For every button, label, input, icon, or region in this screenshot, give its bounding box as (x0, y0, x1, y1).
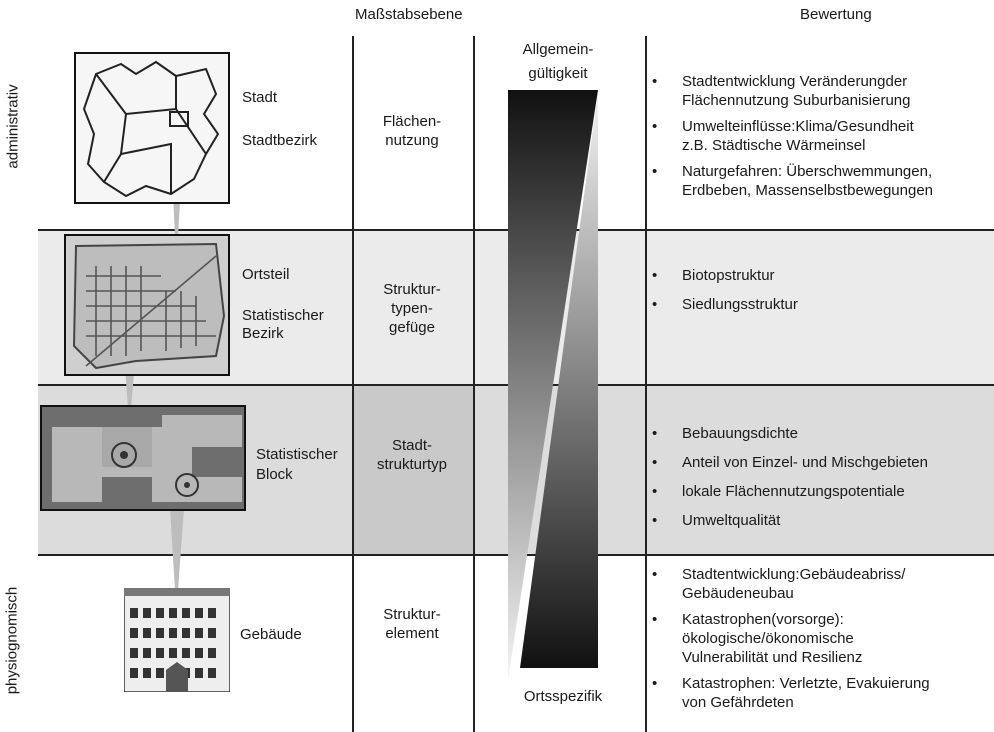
scale-level-structure-types: Struktur- typen- gefüge (383, 281, 441, 336)
list-item: Katastrophen: Verletzte, Evakuierungvon … (652, 674, 992, 712)
list-item: Stadtentwicklung:Gebäudeabriss/Gebäudene… (652, 565, 992, 603)
evaluation-list-row-2: Biotopstruktur Siedlungsstruktur (652, 266, 992, 321)
district-map-image (64, 234, 230, 376)
list-item: Naturgefahren: Überschwemmungen,Erdbeben… (652, 162, 992, 200)
city-map-image (74, 52, 230, 204)
header-scale: Maßstabsebene (355, 6, 463, 23)
scale-level-urban-structure: Stadt- strukturtyp (376, 437, 448, 473)
place-label-statistical-block: Statistischer (256, 446, 338, 463)
place-label-block: Block (256, 466, 293, 483)
evaluation-list-row-1: Stadtentwicklung VeränderungderFlächennu… (652, 72, 992, 207)
evaluation-list-row-4: Stadtentwicklung:Gebäudeabriss/Gebäudene… (652, 565, 992, 719)
list-item: Stadtentwicklung VeränderungderFlächennu… (652, 72, 992, 110)
evaluation-list-row-3: Bebauungsdichte Anteil von Einzel- und M… (652, 424, 992, 537)
scale-level-land-use: Flächen- nutzung (382, 113, 442, 149)
list-item: lokale Flächennutzungspotentiale (652, 482, 992, 501)
column-divider (645, 36, 647, 732)
column-divider (473, 36, 475, 732)
list-item: Umweltqualität (652, 511, 992, 530)
place-label-building: Gebäude (240, 626, 302, 643)
place-label-locality: Ortsteil (242, 266, 290, 283)
list-item: Anteil von Einzel- und Mischgebieten (652, 453, 992, 472)
place-label-city: Stadt (242, 89, 278, 106)
list-item: Biotopstruktur (652, 266, 992, 285)
place-label-district: Bezirk (242, 325, 284, 342)
building-image (124, 588, 230, 692)
list-item: Siedlungsstruktur (652, 295, 992, 314)
list-item: Katastrophen(vorsorge):ökologische/ökono… (652, 610, 992, 667)
list-item: Bebauungsdichte (652, 424, 992, 443)
place-label-statistical: Statistischer (242, 307, 324, 324)
gradient-top-label: Allgemein- gültigkeit (522, 41, 594, 82)
scale-highlight (352, 385, 474, 555)
header-evaluation: Bewertung (800, 6, 872, 23)
block-map-image (40, 405, 246, 511)
place-label-city-district: Stadtbezirk (242, 132, 318, 149)
column-divider (352, 36, 354, 732)
gradient-bottom-label: Ortsspezifik (523, 688, 603, 705)
scale-level-structure-element: Struktur- element (383, 606, 441, 642)
